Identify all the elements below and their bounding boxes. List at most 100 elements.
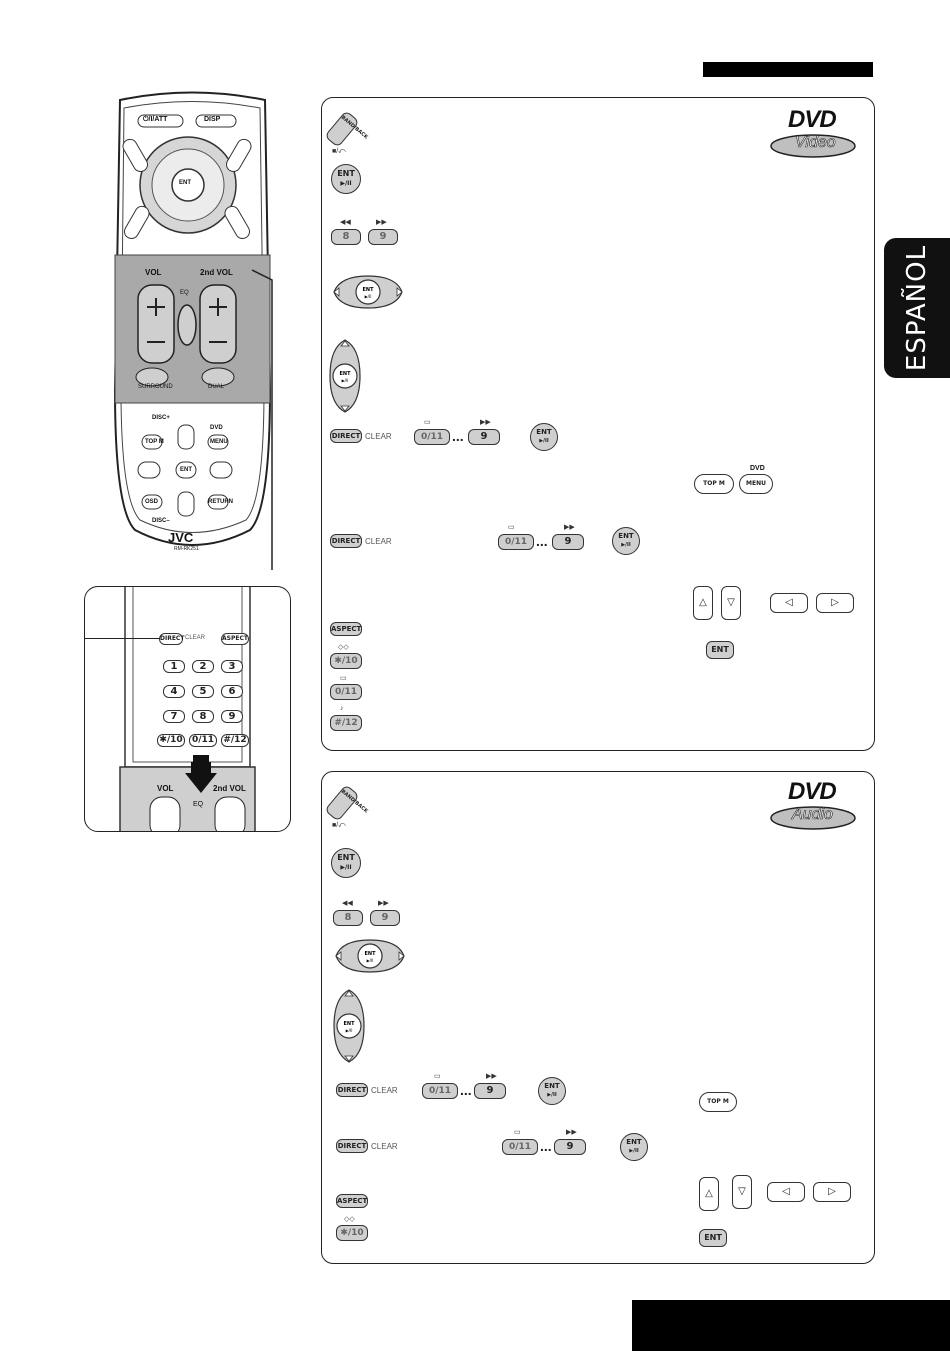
- zoom-vol2-label: 2nd VOL: [213, 784, 246, 793]
- audio-topm-key: TOP M: [699, 1092, 737, 1112]
- audio-ent-row1-sub: ▶/II: [547, 1092, 557, 1098]
- video-ent-small-key: ENT: [706, 641, 734, 659]
- language-tab-label: ESPAÑOL: [902, 244, 932, 372]
- video-ent-play-key: ENT ▶/II: [331, 164, 361, 194]
- remote-surround-label: SURROUND: [138, 384, 173, 390]
- svg-text:▶/II: ▶/II: [342, 378, 349, 383]
- video-ent-row2-sub: ▶/II: [621, 542, 631, 548]
- audio-ent-sub: ▶/II: [340, 864, 352, 871]
- remote-return-label: RETURN: [208, 499, 233, 505]
- audio-ff-symbol-row1: ▶▶: [486, 1073, 497, 1080]
- dvd-audio-panel: DVD Audio BAND/BACK ■/⤺ ENT ▶/II ◀◀ ▶▶ 8…: [321, 771, 875, 1264]
- svg-text:ENT: ENT: [362, 287, 374, 293]
- audio-ent-key-row1: ENT ▶/II: [538, 1077, 566, 1105]
- audio-clear-label-1: CLEAR: [371, 1086, 398, 1095]
- video-chapter-symbol-2: ▭: [508, 524, 515, 531]
- audio-chapter-symbol-1: ▭: [434, 1073, 441, 1080]
- remote-vol2-label: 2nd VOL: [200, 268, 233, 277]
- audio-key-0-11-row2: 0/11: [502, 1139, 538, 1155]
- video-subtitle-symbol: ▭: [340, 675, 347, 682]
- audio-ff-symbol-row2: ▶▶: [566, 1129, 577, 1136]
- audio-clear-label-2: CLEAR: [371, 1142, 398, 1151]
- video-key-12: #/12: [330, 715, 362, 731]
- video-down-key: ▽: [721, 586, 741, 620]
- audio-ent-key-row2: ENT ▶/II: [620, 1133, 648, 1161]
- video-dvd-small-label: DVD: [750, 465, 765, 472]
- dvd-video-logo-text: DVD: [788, 106, 837, 133]
- remote-power-key-label: ⏻/I/ATT: [143, 116, 168, 123]
- zoom-key-9: 9: [221, 710, 243, 723]
- zoom-key-7: 7: [163, 710, 185, 723]
- audio-left-key: ◁: [767, 1182, 805, 1202]
- remote-control-illustration: [113, 91, 273, 570]
- svg-text:▶/II: ▶/II: [365, 294, 372, 299]
- remote-dual-label: DUAL: [208, 384, 225, 390]
- video-rew-symbol: ◀◀: [340, 219, 351, 226]
- audio-ent-small-key: ENT: [699, 1229, 727, 1247]
- page-number-bar: [632, 1300, 950, 1351]
- dvd-audio-logo: [770, 806, 856, 830]
- remote-topm-label: TOP M: [145, 439, 164, 445]
- audio-aspect-key: ASPECT: [336, 1194, 368, 1208]
- zoom-key-2: 2: [192, 660, 214, 673]
- video-ent-row1-sub: ▶/II: [539, 438, 549, 444]
- remote-osd-label: OSD: [145, 499, 159, 505]
- audio-rew-symbol: ◀◀: [342, 900, 353, 907]
- video-chapter-symbol-1: ▭: [424, 419, 431, 426]
- video-ent-key-row1: ENT ▶/II: [530, 423, 558, 451]
- video-ent-row1-label: ENT: [536, 428, 552, 436]
- video-direct-key-2: DIRECT: [330, 534, 362, 548]
- video-left-key: ◁: [770, 593, 808, 613]
- video-key-9-row2: 9: [552, 534, 584, 550]
- remote-menu-label: MENU: [210, 439, 228, 445]
- video-key-0-11-row2: 0/11: [498, 534, 534, 550]
- video-topm-key: TOP M: [694, 474, 734, 494]
- audio-up-key: △: [699, 1177, 719, 1211]
- zoom-key-10: ✱/10: [157, 734, 185, 747]
- video-key-10: ✱/10: [330, 653, 362, 669]
- video-ent-key-row2: ENT ▶/II: [612, 527, 640, 555]
- audio-ent-play-key: ENT ▶/II: [331, 848, 361, 878]
- svg-text:ENT: ENT: [364, 951, 376, 957]
- audio-joystick-horizontal: ENT ▶/II: [335, 939, 405, 973]
- video-ellipsis-row1: ...: [452, 428, 464, 444]
- video-aspect-key: ASPECT: [330, 622, 362, 636]
- zoom-eq-label: EQ: [193, 801, 204, 808]
- video-key-11: 0/11: [330, 684, 362, 700]
- video-up-key: △: [693, 586, 713, 620]
- dvd-audio-logo-sub: Audio: [792, 806, 834, 824]
- zoom-key-4: 4: [163, 685, 185, 698]
- zoom-key-12: #/12: [221, 734, 249, 747]
- remote-disc-minus-label: DISC–: [152, 518, 170, 524]
- video-ff-symbol: ▶▶: [376, 219, 387, 226]
- svg-text:▶/II: ▶/II: [346, 1028, 353, 1033]
- zoom-inset-remote-body: [119, 587, 256, 831]
- remote-eq-label: EQ: [180, 290, 189, 296]
- svg-text:▶/II: ▶/II: [367, 958, 374, 963]
- audio-ff-symbol: ▶▶: [378, 900, 389, 907]
- video-stop-symbol: ■/⤺: [332, 148, 346, 155]
- remote-model-label: RM-RK251: [174, 546, 199, 552]
- zoom-key-6: 6: [221, 685, 243, 698]
- zoom-key-3: 3: [221, 660, 243, 673]
- audio-ent-label: ENT: [337, 853, 355, 862]
- svg-text:ENT: ENT: [343, 1021, 355, 1027]
- remote-vol-label: VOL: [145, 268, 162, 277]
- dvd-audio-logo-text: DVD: [788, 778, 837, 805]
- remote-brand-logo: JVC: [168, 530, 194, 545]
- zoom-key-5: 5: [192, 685, 214, 698]
- audio-stop-symbol: ■/⤺: [332, 822, 346, 829]
- video-angle-symbol: ◇◇: [338, 644, 349, 651]
- zoom-inset: DIRECT CLEAR ASPECT 1 2 3 4 5 6 7 8 9 ✱/…: [84, 586, 291, 832]
- video-band-back-key: BAND/BACK: [324, 110, 369, 148]
- header-bar: [703, 62, 873, 77]
- audio-ellipsis-row1: ...: [460, 1082, 472, 1098]
- language-tab: ESPAÑOL: [884, 238, 950, 378]
- audio-ent-row2-sub: ▶/II: [629, 1148, 639, 1154]
- video-menu-key: MENU: [739, 474, 773, 494]
- remote-joystick-label: ENT: [179, 180, 191, 186]
- video-key-9-row1: 9: [468, 429, 500, 445]
- audio-ent-row1-label: ENT: [544, 1082, 560, 1090]
- video-key-8: 8: [331, 229, 361, 245]
- video-audio-symbol: ♪: [340, 705, 344, 712]
